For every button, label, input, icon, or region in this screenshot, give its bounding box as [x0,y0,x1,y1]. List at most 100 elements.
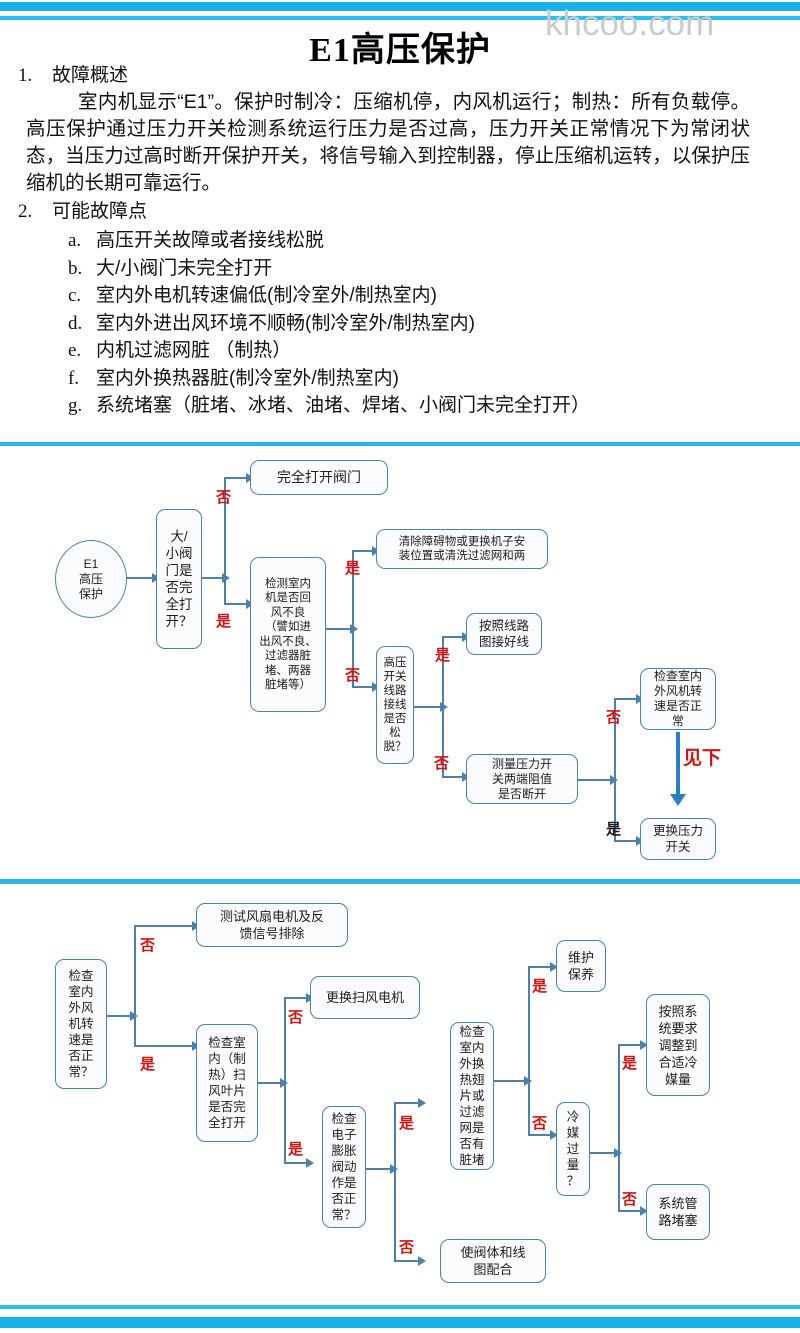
connector [326,628,352,630]
connector [614,840,638,842]
top-accent-bar-thin [0,16,800,20]
node-open-valve-fully: 完全打开阀门 [250,460,388,495]
cause-text: 室内外电机转速偏低(制冷室外/制热室内) [96,285,437,306]
connector [528,1134,552,1136]
node-label: 更换压力开关 [652,824,703,854]
cause-text: 系统堵塞（脏堵、冰堵、油堵、焊堵、小阀门未完全打开） [96,395,591,416]
arrowhead-icon [306,1158,314,1168]
connector [202,577,224,579]
connector [618,1044,620,1212]
cause-marker: d. [68,312,83,334]
node-label: 清除障碍物或更换机子安装位置或清洗过滤网和两 [398,535,526,563]
bottom-accent-bar-thin [0,1305,800,1309]
connector [528,966,530,1136]
connector [224,477,248,479]
edge-label-refrig-yes: 是 [622,1055,638,1072]
node-label: 测量压力开关两端阻值是否断开 [491,756,552,801]
connector [352,686,374,688]
connector [414,706,442,708]
node-clear-obstruction: 清除障碍物或更换机子安装位置或清洗过滤网和两 [376,529,548,569]
connector [284,997,308,999]
node-heat-exchanger-dirty-question: 检查室内外换热翅片或过滤网是否有脏堵 [450,1022,494,1170]
node-label: 高压开关线路接线是否松脱？ [383,657,407,753]
connector [352,550,354,688]
connector [258,1082,282,1084]
cause-text: 大/小阀门未完全打开 [96,257,273,279]
node-replace-swing-motor: 更换扫风电机 [310,976,420,1019]
list-item: g. 系统堵塞（脏堵、冰堵、油堵、焊堵、小阀门未完全打开） [0,392,800,420]
node-label: 完全打开阀门 [277,469,361,485]
connector [614,698,616,842]
edge-label-return-air-no: 否 [345,667,361,684]
node-label: 检测室内机是否回风不良（譬如进出风不良、过滤器脏堵、两器脏堵等） [259,577,317,692]
connector [614,698,638,700]
list-item: d. 室内外进出风环境不顺畅(制冷室外/制热室内) [0,310,800,338]
connector [366,1168,392,1170]
edge-label-valve-no: 否 [216,489,232,506]
section-1-marker: 1. [18,65,33,86]
cause-marker: e. [68,340,82,361]
node-label: 按照线路图接好线 [478,619,529,649]
edge-label-eev-no: 否 [399,1239,415,1256]
section-1-heading: 1. 故障概述 [0,63,800,88]
cause-marker: f. [68,367,80,389]
top-accent-bar-thick [0,2,800,11]
section-2-marker: 2. [18,201,33,222]
connector [134,925,136,1047]
connector [618,1210,642,1212]
section-divider-2 [0,879,800,884]
arrowhead-icon [550,962,558,972]
node-measure-switch-resistance-question: 测量压力开关两端阻值是否断开 [466,754,578,804]
edge-label-valve-yes: 是 [216,613,232,630]
connector [590,1152,616,1154]
list-item: e. 内机过滤网脏 （制热） [0,337,800,365]
cause-text: 室内外换热器脏(制冷室外/制热室内) [96,367,399,389]
arrowhead-icon [418,1098,426,1108]
bottom-accent-bar-thick [0,1317,800,1328]
edge-label-return-air-yes: 是 [345,560,361,577]
connector [618,1044,642,1046]
connector [394,1260,420,1262]
edge-label-wiring-no: 否 [434,755,450,772]
edge-label-measure-yes: 是 [606,821,622,838]
connector-see-below [676,732,680,796]
node-wire-per-diagram: 按照线路图接好线 [466,613,542,655]
overview-paragraph: 室内机显示“E1”。保护时制冷：压缩机停，内风机运行；制热：所有负载停。高压保护… [26,91,750,194]
cause-text: 高压开关故障或者接线松脱 [96,230,325,251]
edge-label-swing-yes: 是 [288,1141,304,1158]
cause-marker: g. [68,395,83,416]
edge-label-hx-no: 否 [532,1115,548,1132]
edge-label-refrig-no: 否 [622,1191,638,1208]
arrowhead-icon [550,1130,558,1140]
section-2-label: 可能故障点 [52,201,148,222]
node-check-fan-speed: 检查室内外风机转速是否正常 [640,668,716,730]
node-valve-fully-open-question: 大/小阀门是否完全打开？ [156,509,202,649]
connector [442,636,444,778]
connector [528,966,552,968]
node-label: 冷媒过量？ [566,1110,580,1188]
connector [394,1102,420,1104]
edge-label-eev-yes: 是 [399,1115,415,1132]
list-item: a. 高压开关故障或者接线松脱 [0,227,800,255]
node-adjust-refrigerant-charge: 按照系统要求调整到合适冷媒量 [646,994,710,1096]
page-title: E1高压保护 [309,32,491,69]
cause-text: 室内外进出风环境不顺畅(制冷室外/制热室内) [96,312,475,334]
cause-marker: c. [68,285,82,306]
arrowhead-icon [670,794,686,806]
connector [284,997,286,1164]
edge-label-wiring-yes: 是 [435,647,451,664]
node-label: 检查室内（制热）扫风叶片是否完全打开 [208,1036,246,1130]
arrowhead-icon [440,702,448,712]
connector [442,636,464,638]
connector [284,1162,308,1164]
edge-label-measure-no: 否 [606,709,622,726]
cause-marker: a. [68,230,82,251]
node-check-fan-speed-question: 检查室内外风机转速是否正常？ [55,959,107,1089]
node-label: 检查电子膨胀阀动作是否正常？ [331,1112,357,1222]
node-valve-body-coil-match: 使阀体和线图配合 [440,1239,546,1283]
edge-label-fan-no: 否 [140,937,156,954]
connector [394,1102,396,1262]
node-eev-operation-question: 检查电子膨胀阀动作是否正常？ [322,1106,366,1228]
